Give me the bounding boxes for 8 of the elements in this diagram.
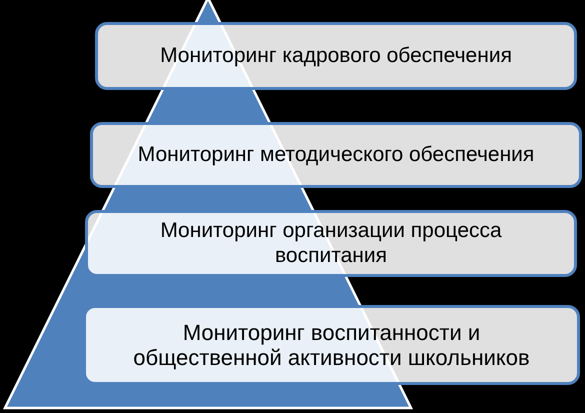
level-box — [95, 22, 577, 90]
level-box — [85, 210, 577, 277]
level-label: Мониторинг организации процесса воспитания — [159, 219, 503, 268]
level-label: Мониторинг кадрового обеспечения — [160, 44, 512, 68]
level-box — [90, 122, 582, 188]
level-label: Мониторинг методического обеспечения — [138, 142, 534, 168]
level-label: Мониторинг воспитанности и общественной активности школьников — [132, 320, 531, 370]
level-box — [83, 305, 580, 385]
